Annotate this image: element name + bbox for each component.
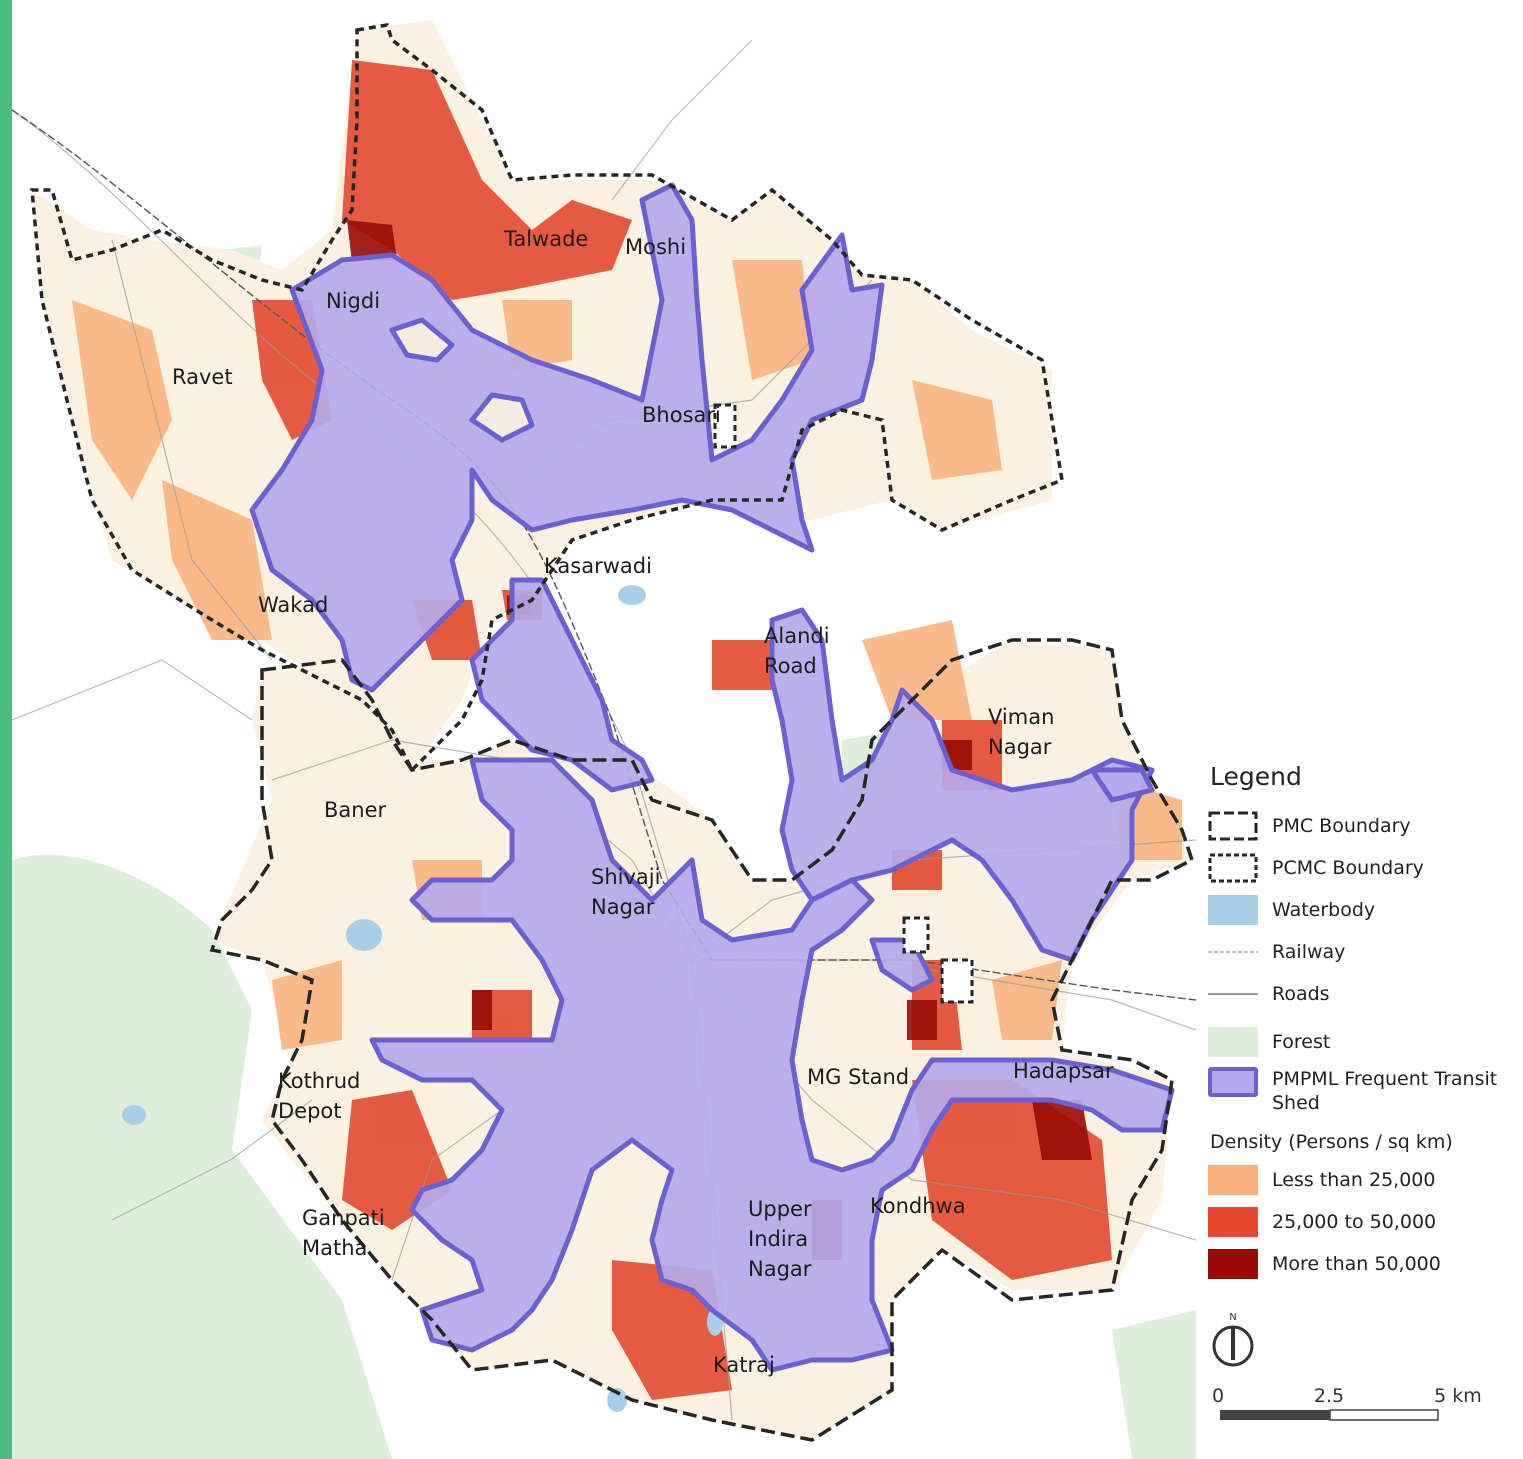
legend-item-pcmc: PCMC Boundary bbox=[1208, 847, 1518, 889]
enclave-layer bbox=[713, 403, 974, 1004]
density-low-layer bbox=[72, 260, 1182, 1050]
legend-item-forest: Forest bbox=[1208, 1021, 1518, 1063]
label-nigdi: Nigdi bbox=[326, 289, 380, 313]
label-katraj: Katraj bbox=[713, 1353, 775, 1377]
map-canvas[interactable]: Talwade Moshi Nigdi Ravet Bhosari Kasarw… bbox=[12, 0, 1196, 1459]
legend-label: Roads bbox=[1272, 983, 1330, 1005]
scale-bar-graphic: 0 2.5 5 km bbox=[1212, 1385, 1482, 1421]
pcmc-boundary bbox=[30, 23, 1064, 773]
waterbody-swatch bbox=[1208, 895, 1258, 925]
map-legend: Legend PMC Boundary PCMC Boundary Waterb… bbox=[1208, 762, 1518, 1285]
transit-shed-swatch bbox=[1208, 1067, 1258, 1097]
scale-bar: 0 2.5 5 km bbox=[1208, 1380, 1498, 1430]
left-accent-bar bbox=[0, 0, 12, 1459]
legend-label: Waterbody bbox=[1272, 899, 1376, 921]
legend-title: Legend bbox=[1210, 762, 1302, 791]
map-svg: Talwade Moshi Nigdi Ravet Bhosari Kasarw… bbox=[12, 20, 1196, 1459]
forest-swatch bbox=[1208, 1027, 1258, 1057]
density-title: Density (Persons / sq km) bbox=[1210, 1131, 1453, 1153]
density-mid-swatch bbox=[1208, 1207, 1258, 1237]
north-label: N bbox=[1229, 1312, 1236, 1323]
legend-label: 25,000 to 50,000 bbox=[1272, 1211, 1437, 1233]
label-hadapsar: Hadapsar bbox=[1013, 1059, 1114, 1083]
pmc-boundary bbox=[209, 638, 1195, 1442]
label-kondhwa: Kondhwa bbox=[870, 1194, 966, 1218]
roads-swatch bbox=[1208, 993, 1258, 995]
place-labels: Talwade Moshi Nigdi Ravet Bhosari Kasarw… bbox=[172, 227, 1114, 1377]
density-low-swatch bbox=[1208, 1165, 1258, 1195]
legend-density-high: More than 50,000 bbox=[1208, 1243, 1518, 1285]
legend-density-mid: 25,000 to 50,000 bbox=[1208, 1201, 1518, 1243]
scale-tick-2: 5 km bbox=[1434, 1385, 1482, 1407]
pmc-boundary-swatch bbox=[1208, 811, 1258, 841]
legend-density-low: Less than 25,000 bbox=[1208, 1159, 1518, 1201]
legend-item-roads: Roads bbox=[1208, 973, 1518, 1015]
label-ravet: Ravet bbox=[172, 365, 233, 389]
density-high-swatch bbox=[1208, 1249, 1258, 1279]
transit-shed-layer bbox=[249, 182, 1175, 1373]
legend-label: Less than 25,000 bbox=[1272, 1169, 1436, 1191]
label-mg-stand: MG Stand bbox=[807, 1065, 909, 1089]
legend-item-waterbody: Waterbody bbox=[1208, 889, 1518, 931]
pcmc-boundary-swatch bbox=[1208, 853, 1258, 883]
legend-item-railway: Railway bbox=[1208, 931, 1518, 973]
north-arrow-icon: N bbox=[1212, 1312, 1254, 1367]
label-moshi: Moshi bbox=[625, 235, 686, 259]
legend-label: PCMC Boundary bbox=[1272, 857, 1424, 879]
legend-label: PMC Boundary bbox=[1272, 815, 1411, 837]
legend-label: Forest bbox=[1272, 1031, 1331, 1053]
label-kasarwadi: Kasarwadi bbox=[544, 554, 652, 578]
label-wakad: Wakad bbox=[258, 593, 328, 617]
label-talwade: Talwade bbox=[503, 227, 588, 251]
legend-label: PMPML Frequent Transit Shed bbox=[1272, 1068, 1498, 1114]
scale-tick-1: 2.5 bbox=[1314, 1385, 1344, 1407]
legend-item-transit: PMPML Frequent Transit Shed bbox=[1208, 1067, 1518, 1123]
legend-item-pmc: PMC Boundary bbox=[1208, 805, 1518, 847]
legend-label: More than 50,000 bbox=[1272, 1253, 1441, 1275]
railway-swatch bbox=[1208, 951, 1258, 953]
scale-tick-0: 0 bbox=[1212, 1385, 1224, 1407]
north-arrow: N bbox=[1208, 1310, 1258, 1370]
label-baner: Baner bbox=[324, 798, 387, 822]
label-bhosari: Bhosari bbox=[642, 403, 721, 427]
legend-label: Railway bbox=[1272, 941, 1346, 963]
